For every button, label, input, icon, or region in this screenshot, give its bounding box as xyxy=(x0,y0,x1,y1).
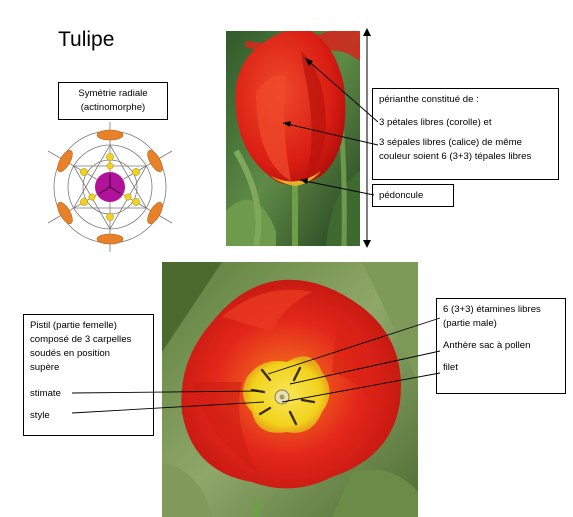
stamen-dot xyxy=(132,168,140,176)
height-arrow xyxy=(363,28,371,248)
tepal-upper-left xyxy=(57,150,73,172)
stamen-dot xyxy=(124,193,132,201)
stamens-line1: 6 (3+3) étamines libres xyxy=(443,304,541,315)
stamen-dot xyxy=(106,162,114,170)
perianth-label-box: périanthe constitué de : 3 pétales libre… xyxy=(372,88,559,180)
stamens-label-box: 6 (3+3) étamines libres (partie male) An… xyxy=(436,298,566,394)
tepal-outer-bottom xyxy=(96,233,124,245)
leader-style xyxy=(71,401,265,414)
leader-stigma xyxy=(71,390,259,394)
tulip-stem xyxy=(292,171,298,246)
stamen-dot xyxy=(106,153,114,161)
perianth-sepals-line1: 3 sépales libres (calice) de même xyxy=(379,136,522,148)
leader-filament xyxy=(281,372,441,403)
stamen-dot xyxy=(132,198,140,206)
stamen-dot xyxy=(80,198,88,206)
leader-anther xyxy=(289,350,441,385)
tepal-upper-right xyxy=(147,150,163,172)
symmetry-label-box: Symétrie radiale (actinomorphe) xyxy=(58,82,168,120)
pistil-stigma-label: stimate xyxy=(30,387,61,399)
stamens-anther-label: Anthère sac à pollen xyxy=(443,339,531,351)
tepal-lower-left xyxy=(57,202,73,224)
leader-petals xyxy=(304,57,379,123)
stamens-filament-label: filet xyxy=(443,361,458,373)
symmetry-line2: (actinomorphe) xyxy=(80,101,146,113)
pistil-label-box: Pistil (partie femelle) composé de 3 car… xyxy=(23,314,154,436)
perianth-heading: périanthe constitué de : xyxy=(379,94,479,105)
perianth-sepals-line2: couleur soient 6 (3+3) tépales libres xyxy=(379,150,532,162)
leader-peduncle xyxy=(299,179,375,196)
stamen-dot xyxy=(106,213,114,221)
floral-diagram xyxy=(48,122,173,252)
perianth-petals: 3 pétales libres (corolle) et xyxy=(379,116,492,128)
pistil-line1: Pistil (partie femelle) xyxy=(30,320,117,331)
pistil-line2: composé de 3 carpelles xyxy=(30,333,132,345)
peduncle-label: pédoncule xyxy=(379,190,424,201)
leader-sepals xyxy=(282,122,379,146)
peduncle-label-box: pédoncule xyxy=(372,184,454,207)
pistil-line3: soudés en position xyxy=(30,347,111,359)
page-title: Tulipe xyxy=(58,28,115,51)
pistil-style-label: style xyxy=(30,409,50,421)
tepal-outer-top xyxy=(96,129,124,141)
stamen-dot xyxy=(88,193,96,201)
leader-stamens xyxy=(267,317,441,375)
stamen-dot xyxy=(80,168,88,176)
pistil-line4: supère xyxy=(30,361,60,373)
symmetry-line1: Symétrie radiale xyxy=(78,88,148,99)
stamens-line2: (partie male) xyxy=(443,317,497,329)
tepal-lower-right xyxy=(147,202,163,224)
stamens-drawing xyxy=(250,366,316,426)
